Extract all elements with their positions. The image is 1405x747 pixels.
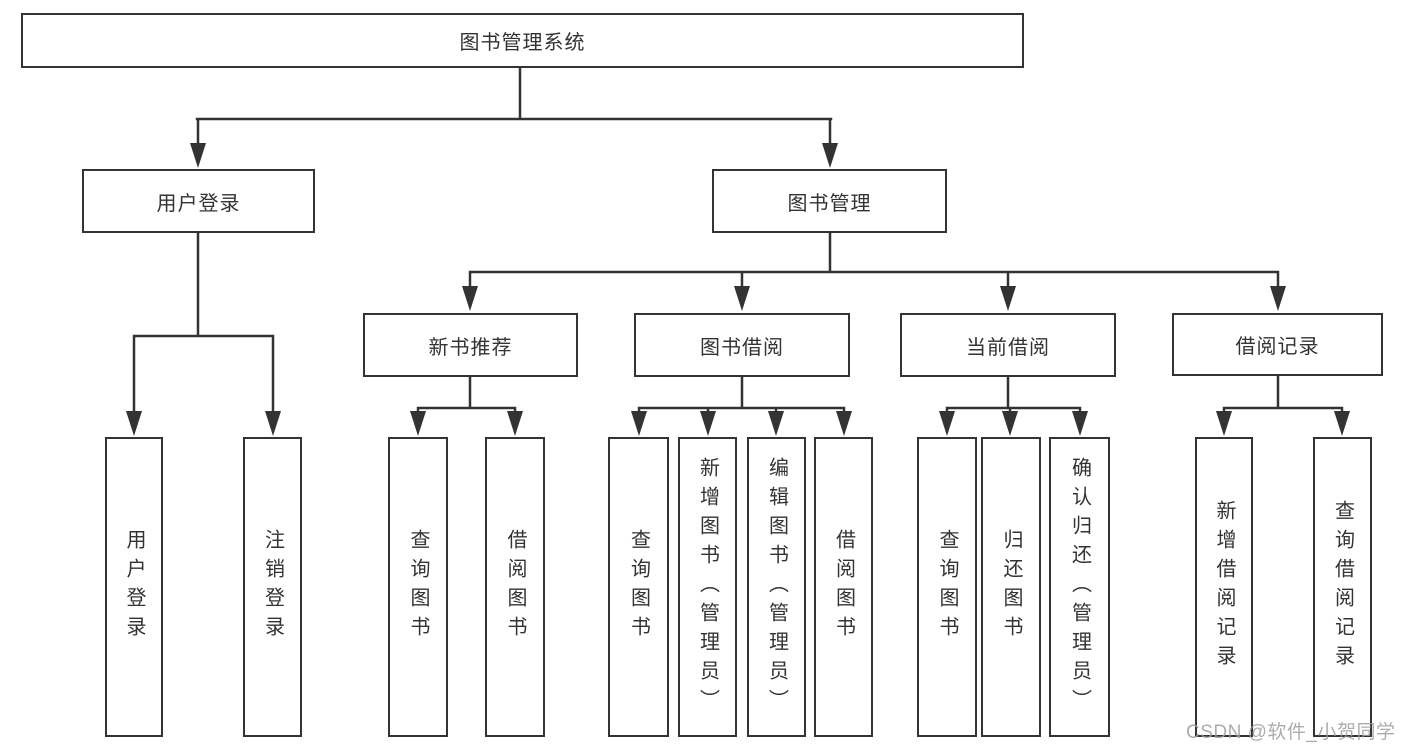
leaf-logout: 注销登录	[243, 437, 302, 737]
node-borrow-records: 借阅记录	[1172, 313, 1383, 376]
leaf-cb-return-books: 归还图书	[981, 437, 1041, 737]
leaf-br-query-record: 查询借阅记录	[1313, 437, 1372, 737]
node-user-login: 用户登录	[82, 169, 315, 233]
leaf-bb-add-books-admin: 新增图书（管理员）	[678, 437, 737, 737]
leaf-cb-query-books: 查询图书	[917, 437, 977, 737]
leaf-bb-edit-books-admin: 编辑图书（管理员）	[747, 437, 806, 737]
node-new-book-recommend: 新书推荐	[363, 313, 578, 377]
leaf-nbr-query-books: 查询图书	[388, 437, 448, 737]
node-system-root: 图书管理系统	[21, 13, 1024, 68]
watermark: CSDN @软件_小贺同学	[1186, 722, 1396, 743]
leaf-nbr-borrow-books: 借阅图书	[485, 437, 545, 737]
leaf-cb-confirm-return-admin: 确认归还（管理员）	[1049, 437, 1110, 737]
node-book-management: 图书管理	[712, 169, 947, 233]
node-book-borrow: 图书借阅	[634, 313, 850, 377]
leaf-br-add-record: 新增借阅记录	[1195, 437, 1253, 737]
leaf-user-login: 用户登录	[105, 437, 163, 737]
leaf-bb-query-books: 查询图书	[608, 437, 669, 737]
leaf-bb-borrow-books: 借阅图书	[814, 437, 873, 737]
node-current-borrow: 当前借阅	[900, 313, 1116, 377]
